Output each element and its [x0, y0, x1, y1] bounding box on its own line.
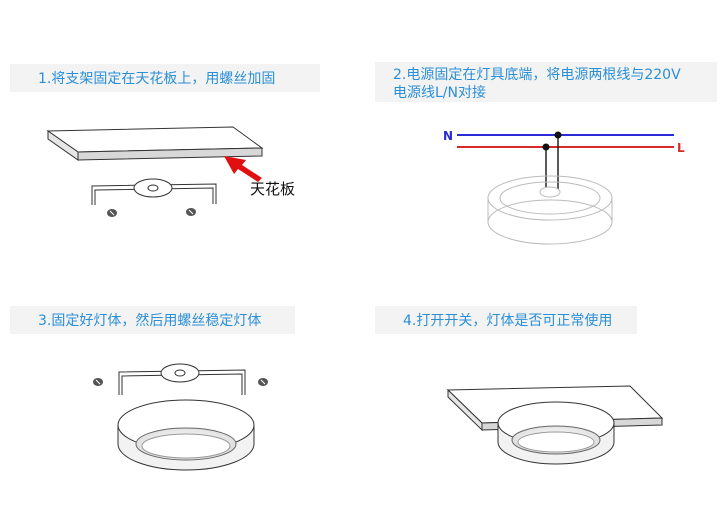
step3-caption: 3.固定好灯体，然后用螺丝稳定灯体	[10, 306, 295, 334]
step2-illustration: N L	[443, 129, 685, 245]
step4-caption: 4.打开开关，灯体是否可正常使用	[375, 306, 637, 334]
step3-illustration	[93, 363, 268, 471]
lamp-body	[117, 399, 255, 471]
lamp-body	[497, 401, 615, 465]
screw-icon	[258, 378, 268, 386]
red-arrow-icon	[224, 156, 262, 182]
screw-icon	[107, 209, 117, 217]
mounting-bracket	[118, 363, 246, 395]
step2-caption-line1: 2.电源固定在灯具底端，将电源两根线与220V	[393, 67, 681, 83]
step1-illustration: 天花板	[46, 126, 295, 217]
step1-caption-text: 1.将支架固定在天花板上，用螺丝加固	[38, 71, 276, 87]
step1-caption: 1.将支架固定在天花板上，用螺丝加固	[10, 64, 320, 92]
step2-caption: 2.电源固定在灯具底端，将电源两根线与220V 电源线L/N对接	[375, 62, 717, 102]
lamp-body	[487, 175, 613, 245]
mounting-bracket	[91, 178, 217, 205]
wire-n-label: N	[443, 129, 453, 143]
step4-illustration	[446, 385, 664, 465]
step3-caption-text: 3.固定好灯体，然后用螺丝稳定灯体	[38, 313, 262, 329]
step4-caption-text: 4.打开开关，灯体是否可正常使用	[403, 313, 613, 329]
ceiling-label: 天花板	[250, 180, 295, 198]
screw-icon	[93, 378, 103, 386]
wire-l-label: L	[677, 141, 685, 155]
step2-caption-line2: 电源线L/N对接	[393, 85, 486, 101]
screw-icon	[186, 208, 196, 216]
